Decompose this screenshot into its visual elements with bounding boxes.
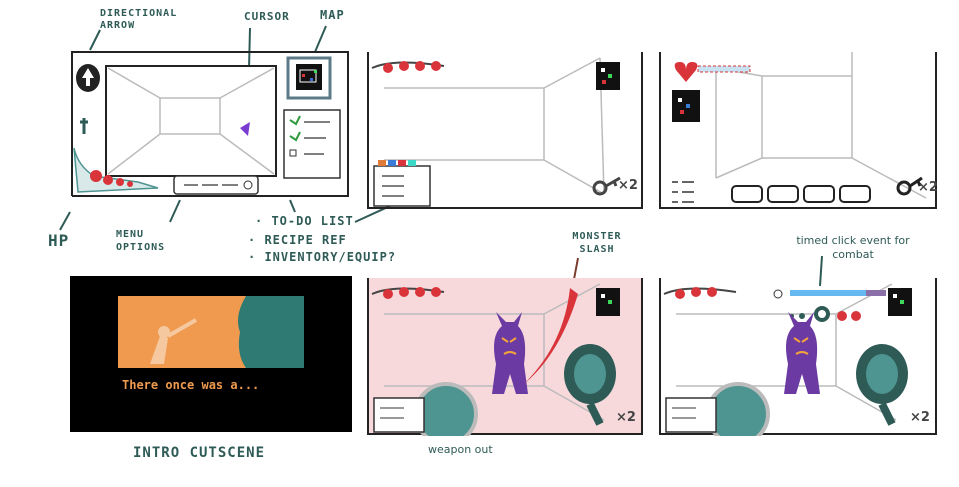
cursor-annotation: CURSOR <box>244 10 290 23</box>
cutscene-text: There once was a... <box>122 378 260 392</box>
key-count-combat: ×2 <box>616 410 636 425</box>
timed-click-annotation: timed click event for combat <box>796 234 910 261</box>
monster-slash-annotation: MONSTER SLASH <box>572 231 622 255</box>
key-count-timed: ×2 <box>910 410 930 425</box>
directional-arrow-annotation: DIRECTIONAL ARROW <box>100 8 178 31</box>
panel-ui-layout <box>68 48 350 198</box>
panel-exploration-alt: ×2 <box>656 48 938 210</box>
key-count-alt: ×2 <box>918 180 938 195</box>
todo-note-3: · INVENTORY/EQUIP? <box>248 250 397 264</box>
map-annotation: MAP <box>320 8 345 22</box>
menu-options-annotation: MENU OPTIONS <box>116 229 166 253</box>
intro-cutscene-label: INTRO CUTSCENE <box>133 445 266 461</box>
panel-combat: ×2 <box>364 274 646 436</box>
panel-exploration: ×2 <box>364 48 644 210</box>
panel-timed-combat: ×2 <box>656 274 938 436</box>
hp-annotation: HP <box>48 231 70 250</box>
todo-note-1: · TO-DO LIST <box>255 214 354 228</box>
panel-intro-cutscene: There once was a... <box>70 276 352 432</box>
key-count: ×2 <box>618 178 638 193</box>
weapon-out-caption: weapon out <box>428 443 493 456</box>
todo-note-2: · RECIPE REF <box>248 233 347 247</box>
